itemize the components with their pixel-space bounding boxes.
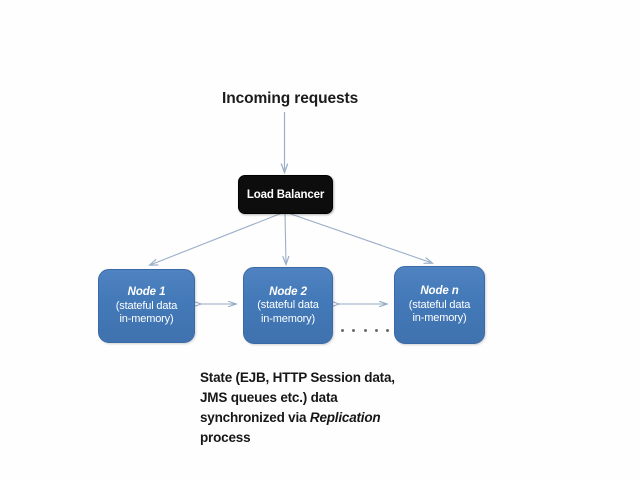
load-balancer-label: Load Balancer <box>246 188 325 201</box>
incoming-requests-label: Incoming requests <box>222 90 359 107</box>
node-subtitle-line-2: in-memory) <box>260 312 316 325</box>
caption-emphasis-replication: Replication <box>309 409 381 425</box>
node-subtitle-line-1: (stateful data <box>257 299 319 312</box>
connector-lb-to-node2 <box>285 212 286 264</box>
node-title: Node 2 <box>269 285 307 298</box>
node-title: Node n <box>420 285 459 298</box>
dot-icon <box>352 329 356 332</box>
node-title: Node 1 <box>127 286 166 299</box>
caption-line-4: process <box>200 429 251 445</box>
connector-lb-to-node1 <box>150 212 283 265</box>
caption-line-1: State (EJB, HTTP Session data, <box>200 370 395 385</box>
ellipsis-dots-icon <box>341 329 389 332</box>
dot-icon <box>363 329 367 332</box>
caption-line-3-prefix: synchronized via <box>200 409 310 425</box>
node-subtitle-line-2: in-memory) <box>119 313 174 326</box>
node-box-node-2[interactable]: Node 2 (stateful data in-memory) <box>243 267 333 344</box>
connector-lb-to-noden <box>287 212 432 263</box>
dot-icon <box>374 329 378 332</box>
replication-caption: State (EJB, HTTP Session data, JMS queue… <box>200 368 460 448</box>
load-balancer-node[interactable]: Load Balancer <box>238 175 333 214</box>
dot-icon <box>386 329 389 332</box>
node-subtitle-line-2: in-memory) <box>412 312 467 325</box>
node-subtitle-line-1: (stateful data <box>408 298 471 311</box>
node-box-node-n[interactable]: Node n (stateful data in-memory) <box>394 266 485 344</box>
caption-line-2: JMS queues etc.) data <box>200 389 338 405</box>
node-box-node-1[interactable]: Node 1 (stateful data in-memory) <box>98 269 195 343</box>
node-subtitle-line-1: (stateful data <box>115 299 178 312</box>
dot-icon <box>341 329 344 332</box>
